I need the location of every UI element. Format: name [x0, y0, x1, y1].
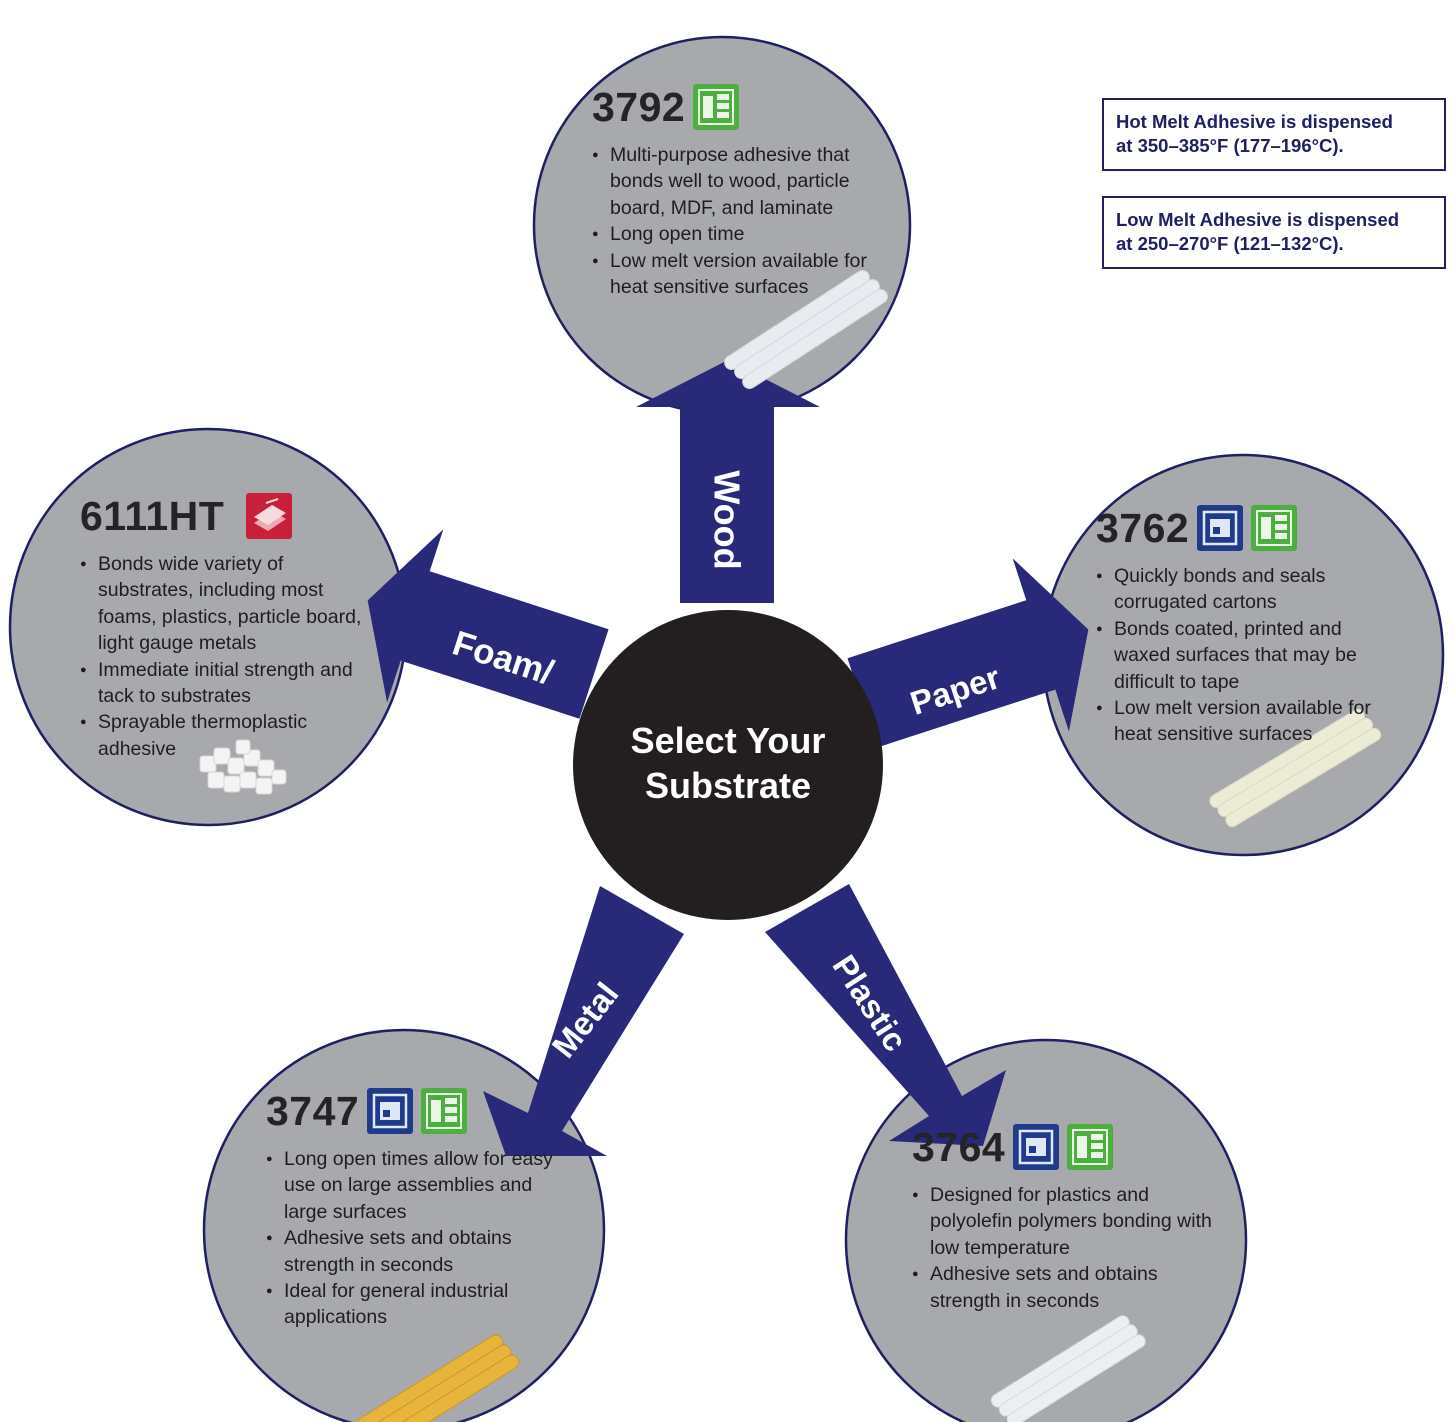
center-disc: [573, 610, 883, 920]
product-code: 3747: [266, 1087, 360, 1134]
product-code: 3764: [912, 1123, 1006, 1170]
bullet: Bonds wide variety of substrates, includ…: [80, 551, 370, 657]
bullet: Adhesive sets and obtains strength in se…: [912, 1261, 1200, 1314]
blue-icon: [367, 1088, 414, 1134]
center-label-line1: Select Your: [630, 720, 826, 761]
bullet: Low melt version available for heat sens…: [592, 248, 870, 301]
product-title: 3762: [1096, 505, 1386, 551]
note-hot-melt-line2: at 350–385°F (177–196°C).: [1116, 135, 1344, 157]
product-code: 3792: [592, 83, 686, 130]
arm-plastic: [765, 884, 1006, 1146]
bullet: Long open times allow for easy use on la…: [266, 1146, 578, 1225]
product-title: 3747: [266, 1088, 566, 1134]
product-title: 6111HT: [80, 493, 370, 539]
product-plastic: 3764 Designed for plastics and polyolefi…: [912, 1124, 1212, 1314]
note-low-melt-line2: at 250–270°F (121–132°C).: [1116, 233, 1344, 255]
bullet-list: Bonds wide variety of substrates, includ…: [80, 551, 370, 762]
product-paper: 3762 Quickly bonds and seals corrugated …: [1096, 505, 1386, 748]
bullet: Sprayable thermoplastic adhesive: [80, 709, 348, 762]
product-wood: 3792 Multi-purpose adhesive that bonds w…: [592, 84, 892, 300]
bullet: Low melt version available for heat sens…: [1096, 695, 1384, 748]
red-icon: [246, 493, 293, 539]
product-code: 6111HT: [80, 492, 225, 539]
product-title: 3764: [912, 1124, 1212, 1170]
note-hot-melt: Hot Melt Adhesive is dispensed at 350–38…: [1102, 98, 1446, 171]
product-title: 3792: [592, 84, 892, 130]
note-low-melt: Low Melt Adhesive is dispensed at 250–27…: [1102, 196, 1446, 269]
arm-paper: [847, 558, 1089, 748]
bullet-list: Multi-purpose adhesive that bonds well t…: [592, 142, 892, 300]
bullet: Long open time: [592, 221, 892, 248]
glue-sticks-plastic: [990, 1315, 1146, 1422]
arm-label-wood: Wood: [707, 470, 748, 569]
bullet-list: Quickly bonds and seals corrugated carto…: [1096, 563, 1386, 748]
green-icon: [1067, 1124, 1114, 1170]
bullet: Quickly bonds and seals corrugated carto…: [1096, 563, 1364, 616]
bullet-list: Long open times allow for easy use on la…: [266, 1146, 566, 1331]
bullet: Adhesive sets and obtains strength in se…: [266, 1225, 554, 1278]
bullet: Designed for plastics and polyolefin pol…: [912, 1182, 1224, 1261]
product-foam: 6111HT Bonds wide variety of substrates,…: [80, 493, 370, 762]
green-icon: [421, 1088, 468, 1134]
arm-foam: [367, 529, 609, 719]
glue-sticks-metal: [351, 1334, 520, 1422]
product-metal: 3747 Long open times allow for easy use …: [266, 1088, 566, 1331]
bullet: Bonds coated, printed and waxed surfaces…: [1096, 616, 1392, 695]
center-label: Select Your Substrate: [588, 718, 868, 808]
blue-icon: [1013, 1124, 1060, 1170]
bullet: Multi-purpose adhesive that bonds well t…: [592, 142, 892, 221]
blue-icon: [1197, 505, 1244, 551]
center-label-line2: Substrate: [644, 765, 812, 806]
product-code: 3762: [1096, 504, 1190, 551]
note-hot-melt-line1: Hot Melt Adhesive is dispensed: [1116, 111, 1393, 132]
bullet-list: Designed for plastics and polyolefin pol…: [912, 1182, 1212, 1314]
arm-wood: [636, 360, 820, 603]
bullet: Immediate initial strength and tack to s…: [80, 657, 370, 710]
arm-metal: [483, 886, 684, 1156]
green-icon: [1251, 505, 1298, 551]
bullet: Ideal for general industrial application…: [266, 1278, 554, 1331]
note-low-melt-line1: Low Melt Adhesive is dispensed: [1116, 209, 1400, 230]
green-icon: [693, 84, 740, 130]
